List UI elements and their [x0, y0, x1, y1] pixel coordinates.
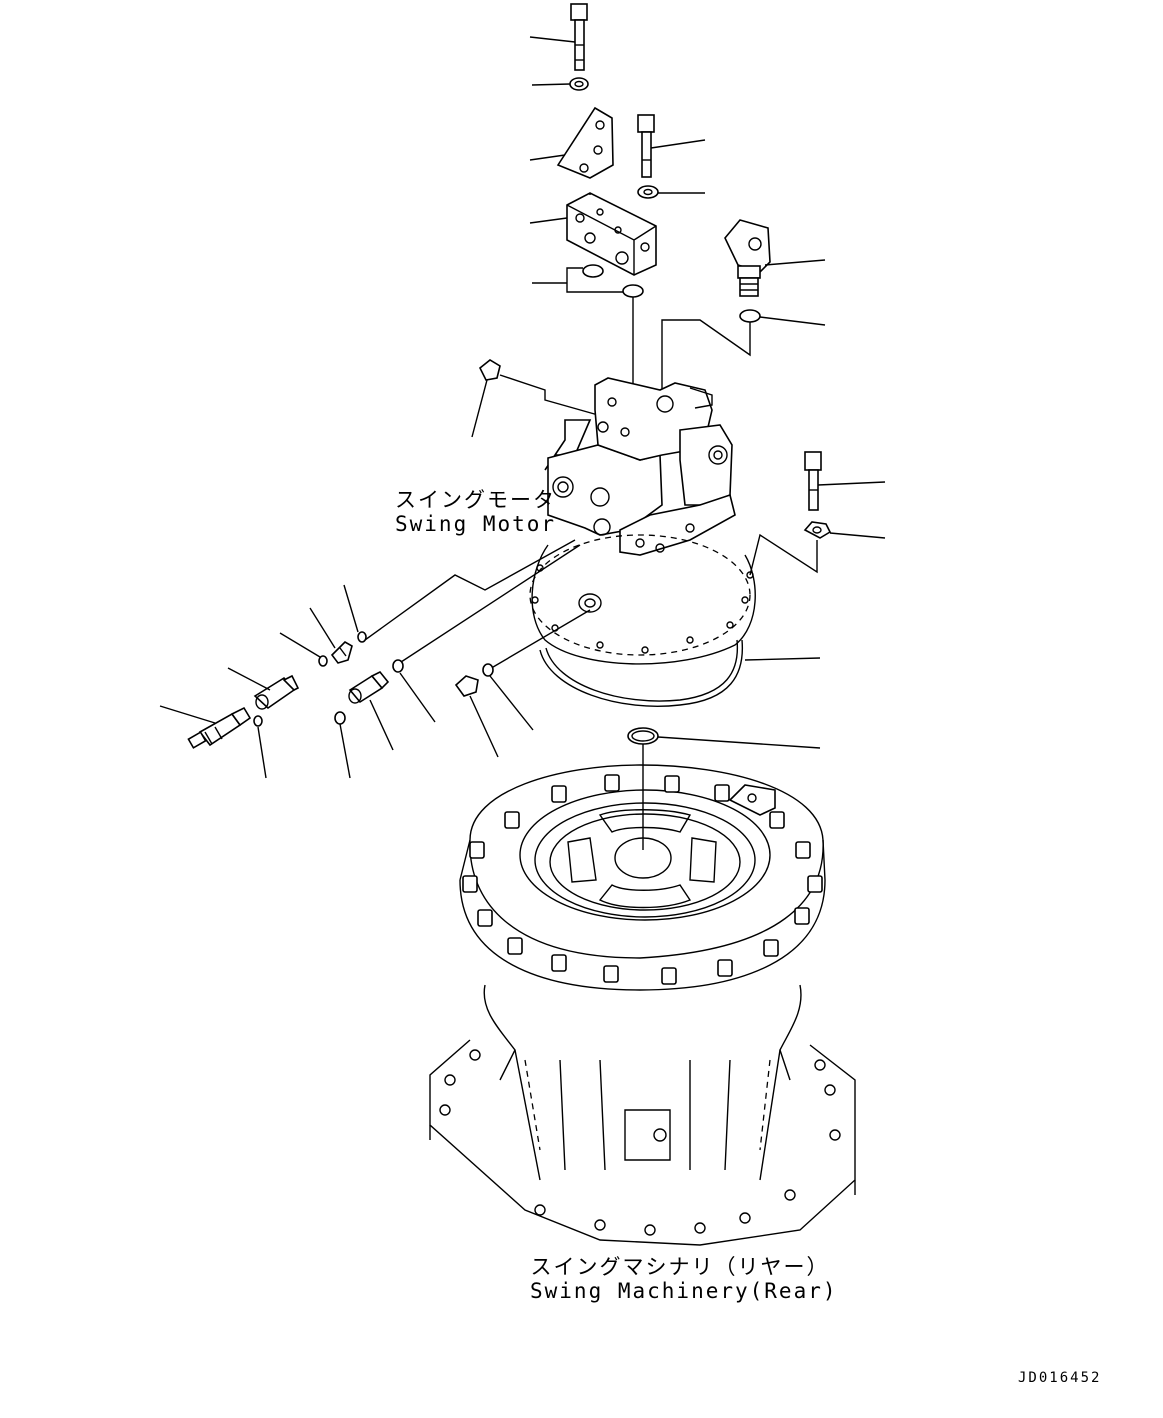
o-ring-small-inner — [631, 730, 655, 742]
plug — [478, 359, 501, 381]
leader-line — [657, 736, 821, 749]
leader-line — [279, 632, 321, 658]
leader-line — [227, 667, 271, 691]
elbow-fitting — [724, 219, 771, 297]
bolt-motor-mount — [804, 451, 822, 511]
leader-line — [764, 259, 826, 266]
check-valve — [348, 670, 390, 704]
o-ring — [582, 264, 604, 278]
washer-motor-mount — [803, 521, 832, 539]
leader-line — [759, 316, 826, 326]
large-o-ring — [539, 639, 744, 707]
washer-right — [637, 185, 659, 199]
swing-motor-label: スイングモータ Swing Motor — [395, 488, 557, 536]
bolt-top-left — [570, 3, 588, 71]
leader-line — [529, 36, 576, 43]
leader-line — [309, 607, 336, 649]
leader-line — [487, 609, 591, 671]
valve-block — [566, 192, 657, 276]
leader-line — [499, 374, 599, 416]
sensor — [187, 706, 252, 749]
o-ring — [392, 659, 404, 673]
bolt-top-right — [637, 114, 655, 178]
swing-machinery-label-jp: スイングマシナリ（リヤー） — [530, 1255, 830, 1279]
leader-line — [471, 379, 488, 438]
bracket — [556, 106, 614, 179]
swing-machinery — [429, 764, 856, 1246]
swing-motor-label-jp: スイングモータ — [395, 488, 556, 512]
o-ring — [253, 715, 263, 727]
connector-fitting — [253, 674, 300, 710]
leader-line — [749, 533, 818, 576]
leader-line — [364, 539, 576, 641]
swing-motor-label-en: Swing Motor — [395, 512, 557, 536]
o-ring — [482, 663, 494, 677]
o-ring — [622, 284, 644, 298]
leader-line — [650, 139, 706, 149]
swing-motor — [544, 377, 736, 556]
leader-line — [257, 726, 267, 779]
drawing-number: JD016452 — [1018, 1370, 1102, 1386]
washer-top — [569, 77, 589, 91]
o-ring — [318, 655, 328, 667]
adapter-fitting — [330, 641, 353, 664]
leader-line — [661, 319, 751, 390]
leader-line — [531, 83, 571, 86]
leader-line — [399, 672, 436, 723]
o-ring — [334, 711, 346, 725]
flange-bolts — [462, 774, 823, 985]
leader-line — [339, 723, 351, 779]
o-ring — [739, 309, 761, 323]
leader-line — [829, 532, 886, 539]
swing-machinery-label-en: Swing Machinery(Rear) — [530, 1279, 838, 1303]
leader-line — [343, 584, 359, 633]
leader-line — [817, 481, 886, 486]
leader-line — [529, 217, 568, 224]
leader-line — [532, 267, 623, 293]
large-o-ring — [545, 639, 739, 702]
o-ring — [357, 631, 367, 643]
leader-line — [159, 705, 216, 724]
leader-line — [529, 154, 566, 161]
leader-line — [369, 699, 394, 751]
leader-line — [397, 544, 581, 665]
swing-machinery-label: スイングマシナリ（リヤー） Swing Machinery(Rear) — [530, 1255, 838, 1303]
leader-line — [744, 657, 821, 661]
plug-small — [454, 675, 479, 697]
leader-line — [489, 675, 534, 731]
leader-line — [469, 695, 499, 758]
